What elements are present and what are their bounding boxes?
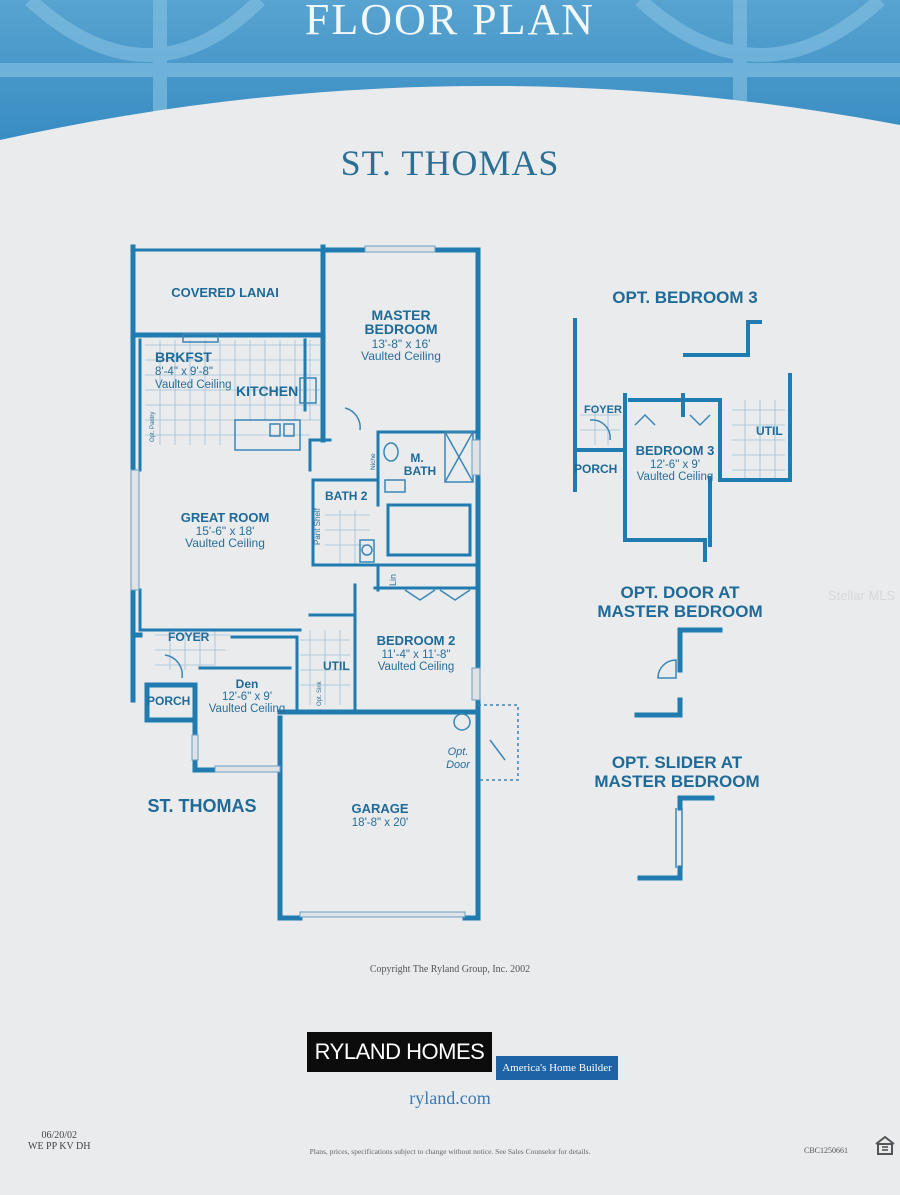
kitchen-label: KITCHEN (236, 383, 298, 399)
bedroom2-ceiling: Vaulted Ceiling (378, 661, 455, 673)
great-room-label: GREAT ROOM (181, 510, 270, 525)
brand-tagline: America's Home Builder (496, 1056, 618, 1080)
plan-code: WE PP KV DH (28, 1141, 91, 1152)
opt-bedroom3-walls (573, 318, 792, 562)
m-bath-label-1: M. (410, 451, 423, 465)
opt-util-label: UTIL (756, 424, 783, 438)
plan-date: 06/20/02 (41, 1130, 78, 1141)
brkfst-ceiling: Vaulted Ceiling (155, 379, 232, 391)
great-room-ceiling: Vaulted Ceiling (185, 536, 265, 550)
porch-label: PORCH (147, 694, 190, 708)
den-size: 12'-6" x 9' (222, 691, 272, 703)
header-title: FLOOR PLAN (304, 0, 596, 44)
master-bedroom-size: 13'-8" x 16' (372, 337, 431, 351)
util-label: UTIL (323, 659, 350, 673)
opt-door-label-1: Opt. (448, 746, 469, 758)
garage-size: 18'-8" x 20' (352, 817, 408, 829)
fixtures (164, 333, 711, 781)
opt-slider-master-line2: MASTER BEDROOM (594, 772, 759, 791)
header-banner (0, 0, 900, 180)
plan-title: ST. THOMAS (340, 143, 560, 183)
master-bedroom-label-1: MASTER (371, 307, 430, 323)
opt-bedroom3-title: OPT. BEDROOM 3 (612, 288, 757, 307)
opt-bedroom3-label: BEDROOM 3 (636, 443, 715, 458)
opt-door-master-line2: MASTER BEDROOM (597, 602, 762, 621)
lin-label: Lin (388, 574, 398, 586)
brkfst-label: BRKFST (155, 349, 212, 365)
equal-housing-icon (875, 1135, 895, 1155)
opt-door-label-2: Door (446, 759, 471, 771)
great-room-size: 15'-6" x 18' (196, 524, 255, 538)
license-number: CBC1250661 (804, 1146, 849, 1155)
pant-shelf-label: Pant Shelf (313, 507, 322, 545)
garage-label: GARAGE (351, 801, 408, 816)
kitchen-tile (145, 340, 785, 705)
master-bedroom-label-2: BEDROOM (364, 321, 437, 337)
plan-name-label: ST. THOMAS (147, 796, 256, 816)
master-bedroom-ceiling: Vaulted Ceiling (361, 349, 441, 363)
interior-walls (131, 248, 477, 714)
disclaimer-text: Plans, prices, specifications subject to… (309, 1147, 591, 1156)
ryland-homes-logo: RYLAND HOMES (307, 1032, 492, 1072)
copyright-text: Copyright The Ryland Group, Inc. 2002 (369, 964, 531, 975)
m-bath-label-2: BATH (404, 464, 436, 478)
watermark: Stellar MLS (828, 588, 896, 603)
date-code-block: 06/20/02 WE PP KV DH (28, 1130, 91, 1152)
opt-pantry-label: Opt. Pantry (150, 412, 156, 442)
foyer-label: FOYER (168, 630, 210, 644)
opt-slider-master-walls (637, 795, 715, 881)
opt-foyer-label: FOYER (584, 404, 622, 416)
niche-label: Niche (370, 453, 377, 470)
den-label: Den (236, 677, 259, 691)
bedroom2-label: BEDROOM 2 (377, 633, 456, 648)
opt-door-master-line1: OPT. DOOR AT (621, 583, 741, 602)
bedroom2-size: 11'-4" x 11'-8" (381, 649, 450, 661)
covered-lanai-label: COVERED LANAI (171, 285, 279, 300)
opt-bedroom3-ceiling: Vaulted Ceiling (637, 471, 714, 483)
opt-slider-door (675, 808, 683, 868)
opt-porch-label: PORCH (574, 462, 617, 476)
den-ceiling: Vaulted Ceiling (209, 703, 286, 715)
opt-bedroom3-size: 12'-6" x 9' (650, 459, 700, 471)
brkfst-size: 8'-4" x 9'-8" (155, 366, 213, 378)
website-text: ryland.com (409, 1088, 491, 1108)
opt-door-master-walls (634, 627, 723, 718)
opt-sink-label: Opt. Sink (317, 680, 323, 706)
bath2-label: BATH 2 (325, 489, 368, 503)
opt-slider-master-line1: OPT. SLIDER AT (612, 753, 743, 772)
